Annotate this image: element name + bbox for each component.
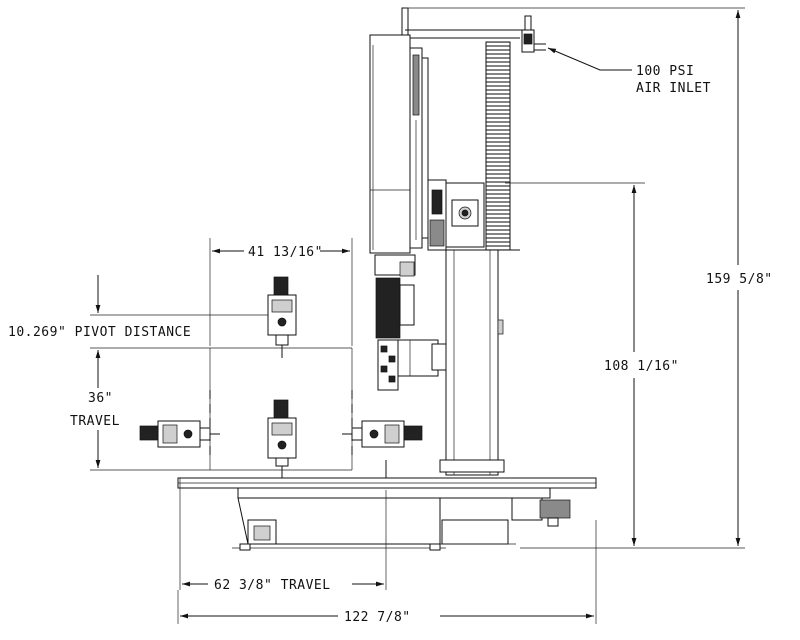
dim-column-height [505,182,645,546]
air-regulator [521,15,546,53]
vertical-travel-value: 36" [88,391,113,406]
dim-horizontal-travel [179,478,387,590]
spindle-head-top [267,276,297,358]
head-width-label: 41 13/16" [248,245,323,260]
column-height-label: 108 1/16" [604,359,679,374]
spindle-head-center [267,399,297,478]
total-height-label: 159 5/8" [706,272,773,287]
overall-width-label: 122 7/8" [344,610,411,625]
horizontal-travel-label: 62 3/8" TRAVEL [214,578,331,593]
dim-total-height [405,7,745,549]
dim-pivot-distance [90,275,268,388]
upper-frame [369,7,530,254]
vertical-travel-label: TRAVEL [70,414,120,429]
pivot-distance-label: 10.269" PIVOT DISTANCE [8,325,191,340]
machine-column [436,249,516,545]
air-inlet-label-1: 100 PSI [636,64,694,79]
base-rail [177,460,597,551]
travel-envelope [209,347,596,489]
swing-motor-assembly [374,254,447,391]
spindle-head-left [139,420,220,448]
spindle-head-right [342,420,423,448]
air-inlet-label-2: AIR INLET [636,81,711,96]
ribbed-cable-track [485,41,511,251]
dim-overall-width [177,520,597,624]
dim-vertical-travel [90,430,210,471]
dim-head-width [209,238,353,346]
air-inlet-leader [547,47,632,71]
